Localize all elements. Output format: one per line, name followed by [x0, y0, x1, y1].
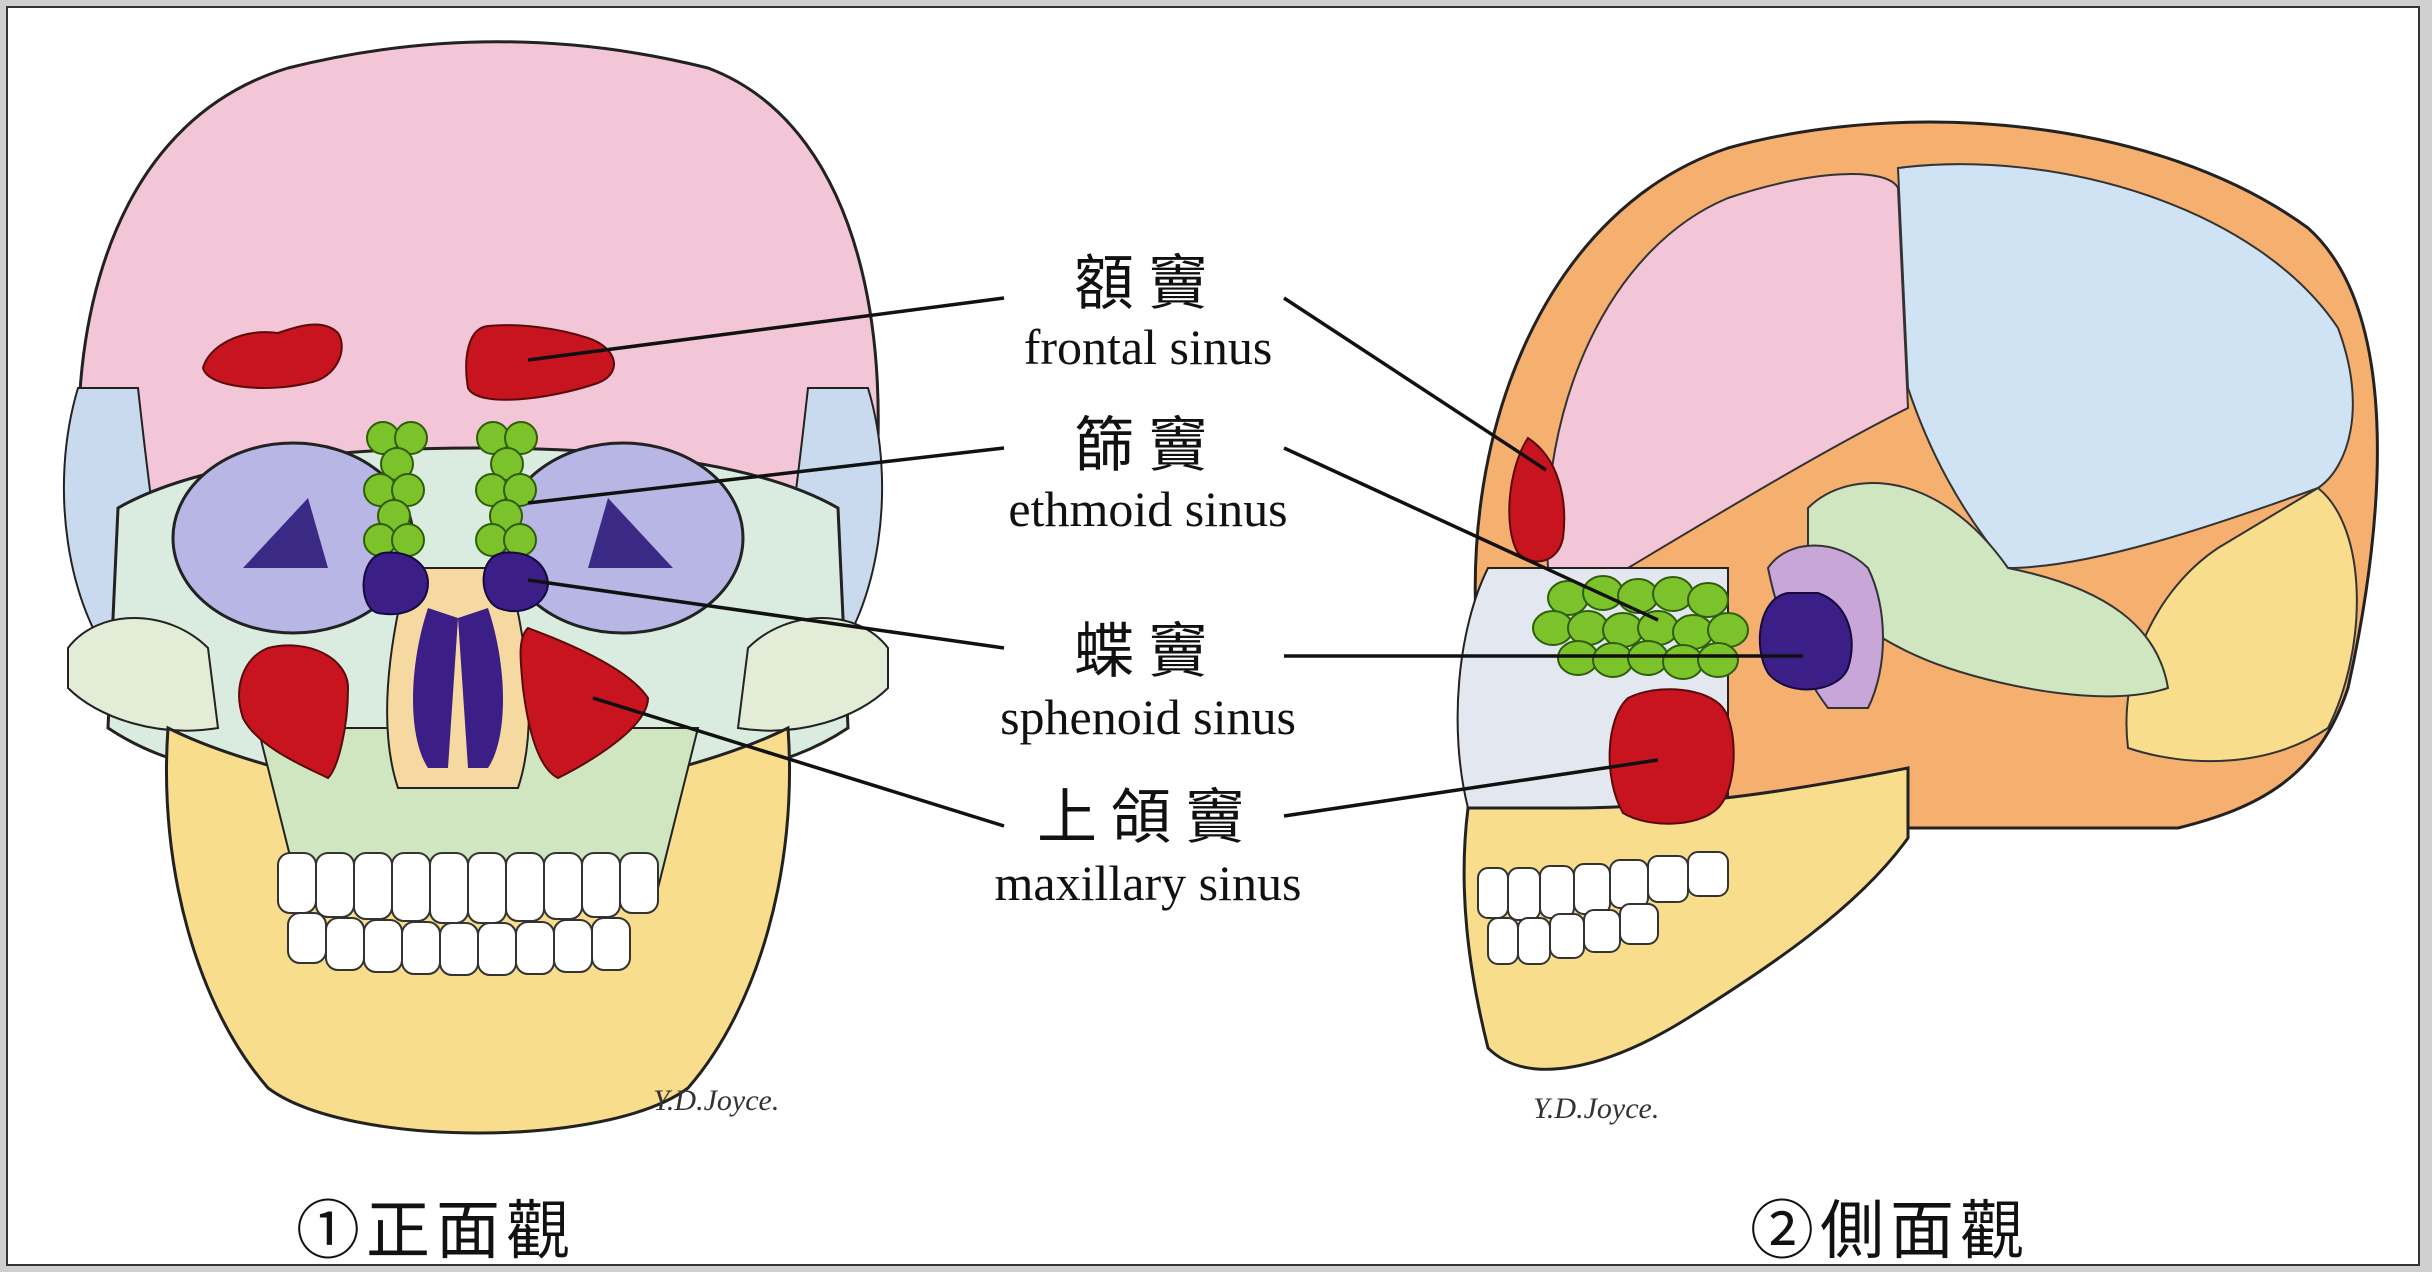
diagram-frame: Y.D.Joyce. Y.D.Joyce. 額竇 frontal sinus 篩… [6, 6, 2420, 1266]
side-view-skull [1458, 122, 2378, 1069]
maxillary-sinus-en: maxillary sinus [958, 858, 1338, 908]
artist-signature-front: Y.D.Joyce. [653, 1084, 779, 1117]
caption-front-view: ①正面觀 [296, 1180, 576, 1266]
frontal-sinus-en: frontal sinus [958, 322, 1338, 372]
maxillary-sinus-label: 上頜竇 maxillary sinus [958, 788, 1338, 908]
sphenoid-sinus-side [1760, 593, 1852, 689]
ethmoid-sinus-side [1533, 576, 1748, 679]
sphenoid-sinus-zh: 蝶竇 [958, 622, 1338, 682]
maxillary-sinus-zh: 上頜竇 [958, 788, 1338, 848]
sphenoid-sinus-front-left [364, 553, 428, 615]
artist-signature-side: Y.D.Joyce. [1533, 1092, 1659, 1125]
maxillary-sinus-side [1610, 689, 1734, 823]
ethmoid-sinus-en: ethmoid sinus [958, 484, 1338, 534]
frontal-sinus-label: 額竇 frontal sinus [958, 254, 1338, 372]
frontal-sinus-zh: 額竇 [958, 254, 1338, 314]
ethmoid-sinus-label: 篩竇 ethmoid sinus [958, 416, 1338, 534]
front-view-skull [64, 42, 888, 1133]
ethmoid-sinus-zh: 篩竇 [958, 416, 1338, 476]
caption-side-view: ②側面觀 [1750, 1180, 2030, 1266]
sphenoid-sinus-en: sphenoid sinus [958, 692, 1338, 742]
sphenoid-sinus-label: 蝶竇 sphenoid sinus [958, 622, 1338, 742]
